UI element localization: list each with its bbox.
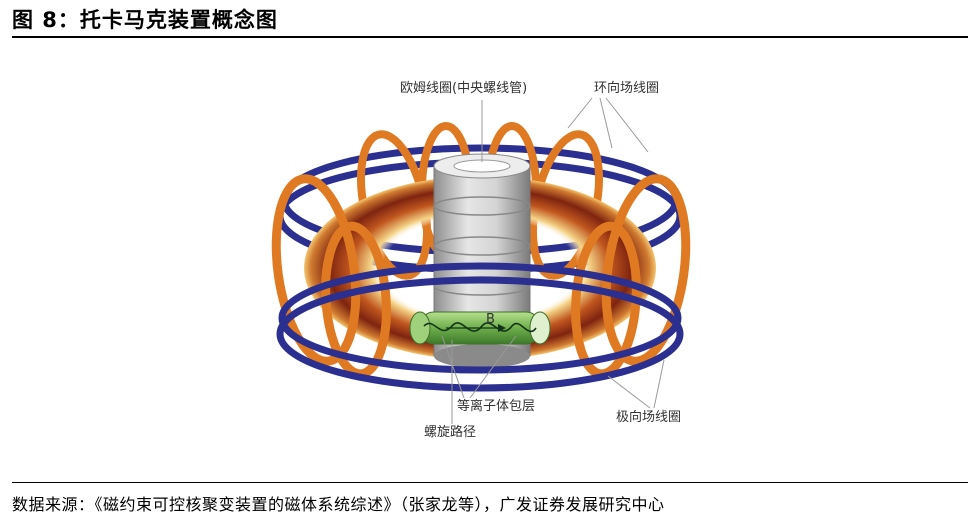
source-divider — [12, 482, 968, 483]
spiral-path-line — [423, 322, 537, 333]
plasma-tube: B — [409, 311, 551, 345]
title-divider — [12, 36, 968, 38]
toroidal-coil-label: 环向场线圈 — [594, 80, 659, 96]
leader-lines — [441, 97, 665, 424]
figure-title: 图 8：托卡马克装置概念图 — [12, 8, 278, 32]
figure-source: 数据来源：《磁约束可控核聚变装置的磁体系统综述》（张家龙等），广发证券发展研究中… — [12, 495, 665, 514]
ohmic-coil-label: 欧姆线圈(中央螺线管) — [400, 81, 527, 96]
plasma-label: 等离子体包层 — [457, 398, 535, 414]
poloidal-coil-label: 极向场线圈 — [616, 409, 681, 425]
field-b-label: B — [486, 312, 495, 327]
spiral-path-label: 螺旋路径 — [424, 424, 476, 440]
poloidal-coil-lower — [276, 262, 684, 392]
